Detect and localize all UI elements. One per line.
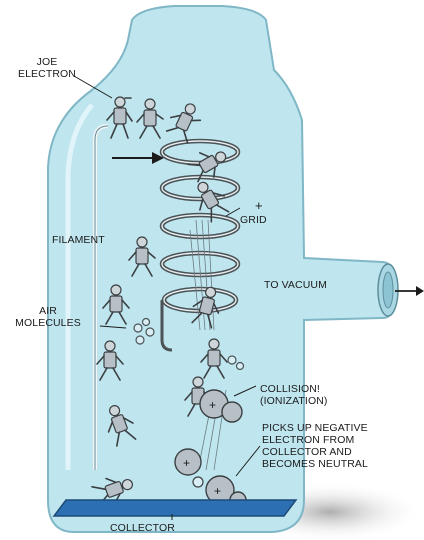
label-collector: COLLECTOR	[110, 522, 175, 534]
label-grid: GRID	[240, 214, 267, 226]
label-collision-line2: (IONIZATION)	[260, 395, 328, 407]
label-air-molecules-line2: MOLECULES	[6, 317, 90, 329]
svg-text:+: +	[183, 456, 190, 470]
label-air-molecules: AIR MOLECULES	[6, 305, 90, 329]
label-grid-sign: +	[255, 200, 263, 212]
label-picks-up-line2: ELECTRON FROM	[262, 434, 368, 446]
vacuum-tube-opening-inner	[383, 272, 393, 308]
vacuum-arrow-head	[416, 286, 424, 296]
label-air-molecules-line1: AIR	[6, 305, 90, 317]
collector-plate	[54, 500, 296, 516]
label-picks-up-line1: PICKS UP NEGATIVE	[262, 422, 368, 434]
label-collision-line1: COLLISION!	[260, 383, 328, 395]
label-joe-electron-line1: JOE	[12, 56, 82, 68]
svg-text:+: +	[209, 398, 216, 412]
label-collision: COLLISION! (IONIZATION)	[260, 383, 328, 407]
label-joe-electron: JOE ELECTRON	[12, 56, 82, 80]
label-picks-up-line3: COLLECTOR AND	[262, 446, 368, 458]
svg-text:+: +	[214, 484, 221, 498]
label-joe-electron-line2: ELECTRON	[12, 68, 82, 80]
label-to-vacuum: TO VACUUM	[264, 279, 327, 291]
label-filament: FILAMENT	[52, 234, 105, 246]
label-picks-up-line4: BECOMES NEUTRAL	[262, 458, 368, 470]
label-picks-up: PICKS UP NEGATIVE ELECTRON FROM COLLECTO…	[262, 422, 368, 470]
